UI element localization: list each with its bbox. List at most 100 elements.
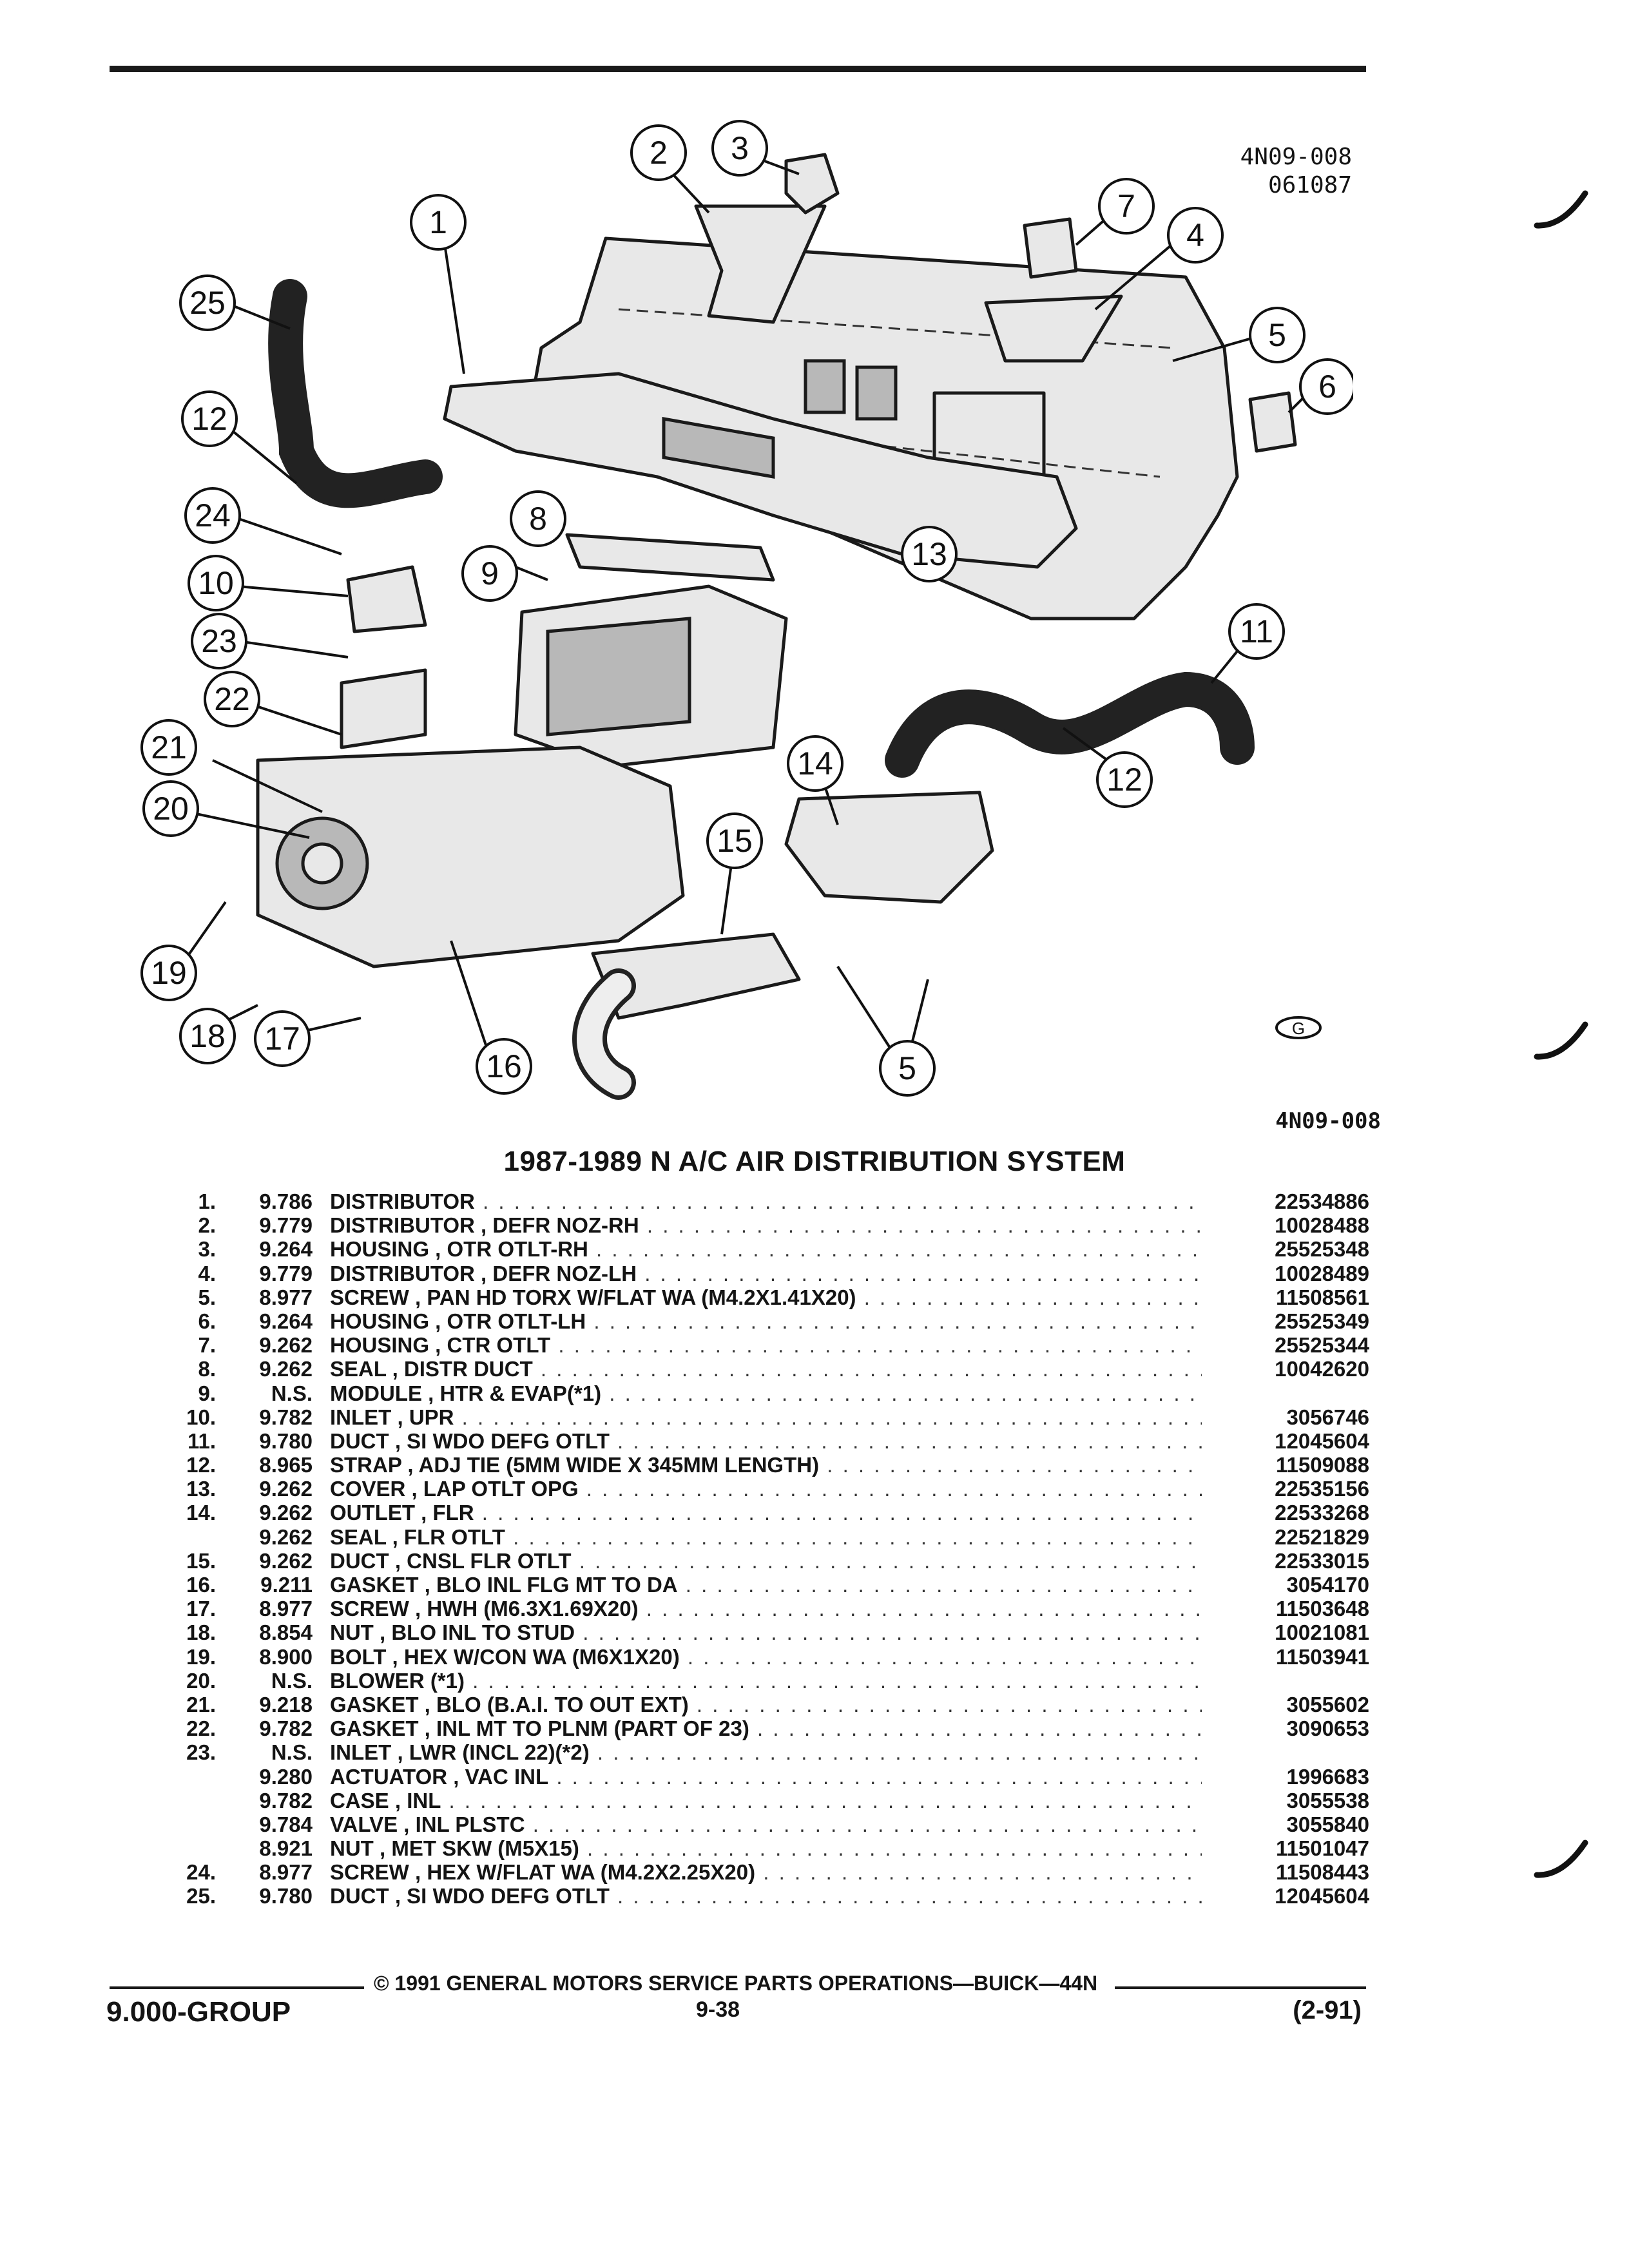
group-number: 8.977: [259, 1597, 313, 1621]
part-description: SCREW , PAN HD TORX W/FLAT WA (M4.2X1.41…: [330, 1285, 1202, 1309]
part-number: 25525348: [1275, 1237, 1369, 1262]
footer-page-number: 9-38: [696, 1997, 740, 2022]
group-number: 9.264: [259, 1309, 313, 1333]
callout-25: 25: [179, 274, 236, 331]
group-number: 9.264: [259, 1237, 313, 1262]
svg-text:7: 7: [1117, 188, 1135, 224]
part-description: DISTRIBUTOR: [330, 1189, 1202, 1213]
item-number: 24.: [186, 1860, 216, 1885]
part-description: GASKET , INL MT TO PLNM (PART OF 23): [330, 1716, 1202, 1740]
part-description: COVER , LAP OTLT OPG: [330, 1477, 1202, 1501]
group-number: 9.780: [259, 1428, 313, 1453]
group-number: 9.262: [259, 1477, 313, 1501]
group-number: 9.262: [259, 1524, 313, 1549]
part-description: BOLT , HEX W/CON WA (M6X1X20): [330, 1645, 1202, 1669]
top-rule: [110, 66, 1366, 72]
item-number: 5.: [198, 1285, 216, 1309]
parts-list: 1.9.786DISTRIBUTOR225348862.9.779DISTRIB…: [155, 1189, 1369, 1908]
part-number: 12045604: [1275, 1884, 1369, 1908]
callout-2: 2: [630, 124, 687, 181]
defroster-nozzle-lh: [984, 294, 1123, 363]
part-number: 22533268: [1275, 1501, 1369, 1525]
svg-text:18: 18: [189, 1018, 226, 1054]
part-description: OUTLET , FLR: [330, 1501, 1202, 1524]
item-number: 21.: [186, 1692, 216, 1716]
group-number: N.S.: [271, 1740, 313, 1765]
group-number: 9.211: [260, 1573, 313, 1597]
part-number: 11508443: [1275, 1860, 1369, 1885]
group-number: 9.782: [259, 1405, 313, 1429]
part-number: 3055602: [1286, 1692, 1369, 1716]
callout-15: 15: [706, 812, 763, 869]
group-number: 8.977: [259, 1285, 313, 1309]
item-number: 25.: [186, 1884, 216, 1908]
svg-text:24: 24: [195, 497, 231, 533]
footer-copyright: © 1991 GENERAL MOTORS SERVICE PARTS OPER…: [374, 1972, 1098, 1995]
part-number: 3055840: [1286, 1812, 1369, 1836]
parts-row: 14. 9.262 OUTLET , FLR 22533268: [155, 1501, 1369, 1524]
part-description: SCREW , HEX W/FLAT WA (M4.2X2.25X20): [330, 1860, 1202, 1884]
outer-outlet-housing-rh: [784, 153, 840, 215]
parts-row: 5. 8.977 SCREW , PAN HD TORX W/FLAT WA (M4…: [155, 1285, 1369, 1309]
group-number: 9.784: [259, 1812, 313, 1836]
item-number: 23.: [186, 1740, 216, 1765]
footer-rule-right: [1115, 1986, 1366, 1989]
callout-5-bottom: 5: [879, 1040, 936, 1097]
part-description: DISTRIBUTOR , DEFR NOZ-RH: [330, 1213, 1202, 1237]
group-number: 9.262: [259, 1501, 313, 1525]
part-number: 10042620: [1275, 1357, 1369, 1381]
callout-7: 7: [1098, 178, 1155, 235]
figure-footer-code: 4N09-008: [1275, 1108, 1381, 1134]
item-number: 11.: [187, 1428, 216, 1453]
svg-text:G: G: [1292, 1019, 1305, 1038]
part-description: NUT , BLO INL TO STUD: [330, 1620, 1202, 1644]
binder-mark-bottom: [1534, 1840, 1588, 1878]
part-description: INLET , UPR: [330, 1405, 1202, 1429]
gm-logo-mark: G: [1275, 1016, 1322, 1039]
part-description: GASKET , BLO INL FLG MT TO DA: [330, 1573, 1202, 1597]
item-number: 14.: [186, 1501, 216, 1525]
svg-text:10: 10: [198, 565, 234, 601]
item-number: 20.: [186, 1668, 216, 1693]
svg-text:2: 2: [650, 135, 668, 171]
callout-14: 14: [787, 735, 843, 792]
footer-rule-left: [110, 1986, 364, 1989]
callout-5: 5: [1249, 307, 1306, 363]
figure-code-line1: 4N09-008: [1240, 144, 1352, 170]
group-number: 8.921: [259, 1836, 313, 1861]
item-number: 18.: [186, 1620, 216, 1645]
callout-23: 23: [191, 613, 247, 669]
item-number: 12.: [186, 1453, 216, 1477]
svg-text:20: 20: [153, 791, 189, 827]
group-number: 9.782: [259, 1716, 313, 1741]
svg-text:15: 15: [717, 823, 753, 859]
svg-text:22: 22: [214, 681, 250, 717]
floor-outlet: [784, 791, 994, 904]
callout-24: 24: [184, 487, 241, 544]
svg-text:13: 13: [911, 536, 947, 572]
part-number: 25525349: [1275, 1309, 1369, 1333]
part-number: 11503648: [1275, 1597, 1369, 1621]
callout-17: 17: [254, 1010, 311, 1067]
part-number: 11501047: [1275, 1836, 1369, 1861]
part-description: DISTRIBUTOR , DEFR NOZ-LH: [330, 1262, 1202, 1285]
callout-13: 13: [901, 526, 958, 582]
svg-text:25: 25: [189, 285, 226, 321]
group-number: N.S.: [271, 1668, 313, 1693]
callout-6: 6: [1299, 358, 1353, 415]
group-number: 9.782: [259, 1788, 313, 1812]
binder-mark-top: [1534, 190, 1588, 229]
svg-text:5: 5: [898, 1050, 916, 1086]
part-description: CASE , INL: [330, 1789, 1202, 1812]
